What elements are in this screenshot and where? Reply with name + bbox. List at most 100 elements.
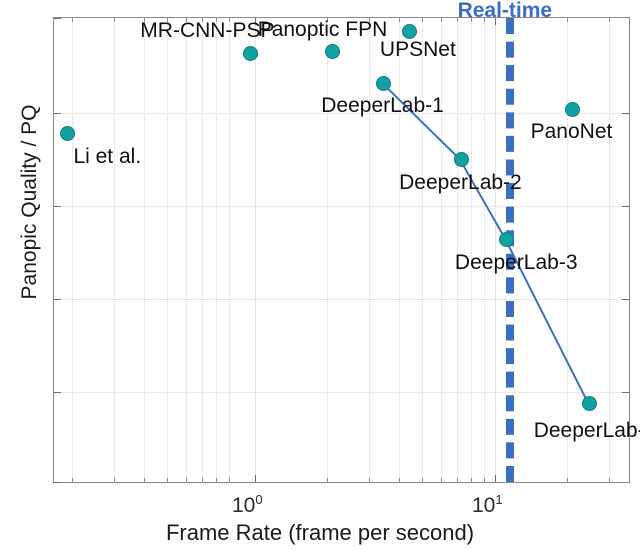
gridline-y-55: [54, 113, 629, 114]
xtick-minor-b-16: [484, 478, 485, 482]
data-point[interactable]: [565, 101, 581, 117]
xtick-minor-b-8: [229, 478, 230, 482]
gridline-x-minor-3: [369, 18, 370, 482]
ytick-60: [54, 18, 61, 19]
xtick-minor-t-2: [114, 18, 115, 22]
xtick-minor-b-3: [144, 478, 145, 482]
ytick-35: [54, 482, 61, 483]
data-point[interactable]: [499, 232, 515, 248]
xtick-minor-b-13: [441, 478, 442, 482]
ytick-right-40: [622, 392, 629, 393]
real-time-threshold-line: [505, 18, 514, 482]
xtick-minor-b-1: [72, 478, 73, 482]
gridline-x-minor-0.9: [229, 18, 230, 482]
xtick-minor-t-7: [216, 18, 217, 22]
data-point-label: UPSNet: [379, 38, 456, 62]
xtick-label-1: 100: [232, 492, 263, 517]
xtick-minor-t-5: [186, 18, 187, 22]
gridline-x-major-1: [255, 18, 256, 482]
xtick-minor-t-12: [422, 18, 423, 22]
xtick-minor-b-5: [186, 478, 187, 482]
ytick-55: [54, 113, 61, 114]
data-point-label: DeeperLab-4: [533, 418, 640, 442]
xtick-minor-t-8: [229, 18, 230, 22]
gridline-x-minor-5: [422, 18, 423, 482]
data-point[interactable]: [582, 396, 598, 412]
data-point-label: MR-CNN-PSP: [140, 19, 275, 43]
data-point[interactable]: [242, 45, 258, 61]
xtick-minor-b-18: [609, 478, 610, 482]
xtick-major-t-1: [255, 18, 256, 25]
ytick-45: [54, 299, 61, 300]
data-point-label: DeeperLab-1: [321, 94, 444, 118]
xtick-minor-t-1: [72, 18, 73, 22]
gridline-x-minor-6: [441, 18, 442, 482]
xtick-minor-b-9: [327, 478, 328, 482]
xtick-major-b-1: [255, 475, 256, 482]
gridline-x-minor-8: [471, 18, 472, 482]
xtick-minor-t-11: [399, 18, 400, 22]
gridline-x-minor-0.4: [144, 18, 145, 482]
xtick-minor-b-6: [202, 478, 203, 482]
xtick-minor-b-7: [216, 478, 217, 482]
xtick-minor-t-13: [441, 18, 442, 22]
xtick-major-t-10: [495, 18, 496, 25]
xtick-minor-t-15: [471, 18, 472, 22]
xtick-minor-t-9: [327, 18, 328, 22]
xtick-minor-t-16: [484, 18, 485, 22]
data-point-label: DeeperLab-3: [454, 250, 578, 274]
gridline-x-minor-7: [457, 18, 458, 482]
data-point-label: Panoptic FPN: [257, 17, 388, 41]
xtick-minor-t-10: [369, 18, 370, 22]
gridline-x-minor-4: [399, 18, 400, 482]
gridline-x-minor-0.2: [72, 18, 73, 482]
gridline-x-minor-0.3: [114, 18, 115, 482]
xtick-minor-b-2: [114, 478, 115, 482]
xtick-minor-b-15: [471, 478, 472, 482]
xtick-minor-b-11: [399, 478, 400, 482]
data-point-label: PanoNet: [530, 120, 613, 144]
xtick-minor-t-14: [457, 18, 458, 22]
xtick-major-b-10: [495, 475, 496, 482]
gridline-x-minor-0.5: [167, 18, 168, 482]
xtick-minor-t-4: [167, 18, 168, 22]
xtick-minor-b-10: [369, 478, 370, 482]
xtick-minor-b-14: [457, 478, 458, 482]
gridline-x-minor-0.8: [216, 18, 217, 482]
gridline-y-40: [54, 392, 629, 393]
data-point[interactable]: [59, 126, 75, 142]
ytick-50: [54, 206, 61, 207]
y-axis-title: Panopic Quality / PQ: [18, 104, 41, 300]
data-point-label: DeeperLab-2: [399, 170, 522, 194]
gridline-x-minor-0.6: [186, 18, 187, 482]
xtick-minor-t-18: [609, 18, 610, 22]
data-point[interactable]: [453, 152, 469, 168]
x-axis-title: Frame Rate (frame per second): [165, 520, 475, 545]
gridline-x-minor-9: [484, 18, 485, 482]
xtick-minor-t-17: [567, 18, 568, 22]
data-point-label: Li et al.: [73, 144, 142, 168]
data-point[interactable]: [325, 44, 341, 60]
xtick-minor-b-4: [167, 478, 168, 482]
gridline-y-45: [54, 299, 629, 300]
ytick-40: [54, 392, 61, 393]
xtick-minor-b-17: [567, 478, 568, 482]
ytick-right-50: [622, 206, 629, 207]
data-point[interactable]: [402, 23, 418, 39]
data-point[interactable]: [375, 75, 391, 91]
ytick-right-55: [622, 113, 629, 114]
xtick-minor-t-6: [202, 18, 203, 22]
gridline-x-major-10: [495, 18, 496, 482]
xtick-minor-t-3: [144, 18, 145, 22]
ytick-right-45: [622, 299, 629, 300]
gridline-x-minor-0.7: [202, 18, 203, 482]
gridline-x-minor-2: [327, 18, 328, 482]
gridline-y-50: [54, 206, 629, 207]
real-time-label: Real-time: [457, 0, 553, 22]
gridline-x-minor-30: [609, 18, 610, 482]
xtick-label-10: 101: [472, 492, 503, 517]
deeperlab-trend-line: [381, 82, 589, 403]
xtick-minor-b-12: [422, 478, 423, 482]
